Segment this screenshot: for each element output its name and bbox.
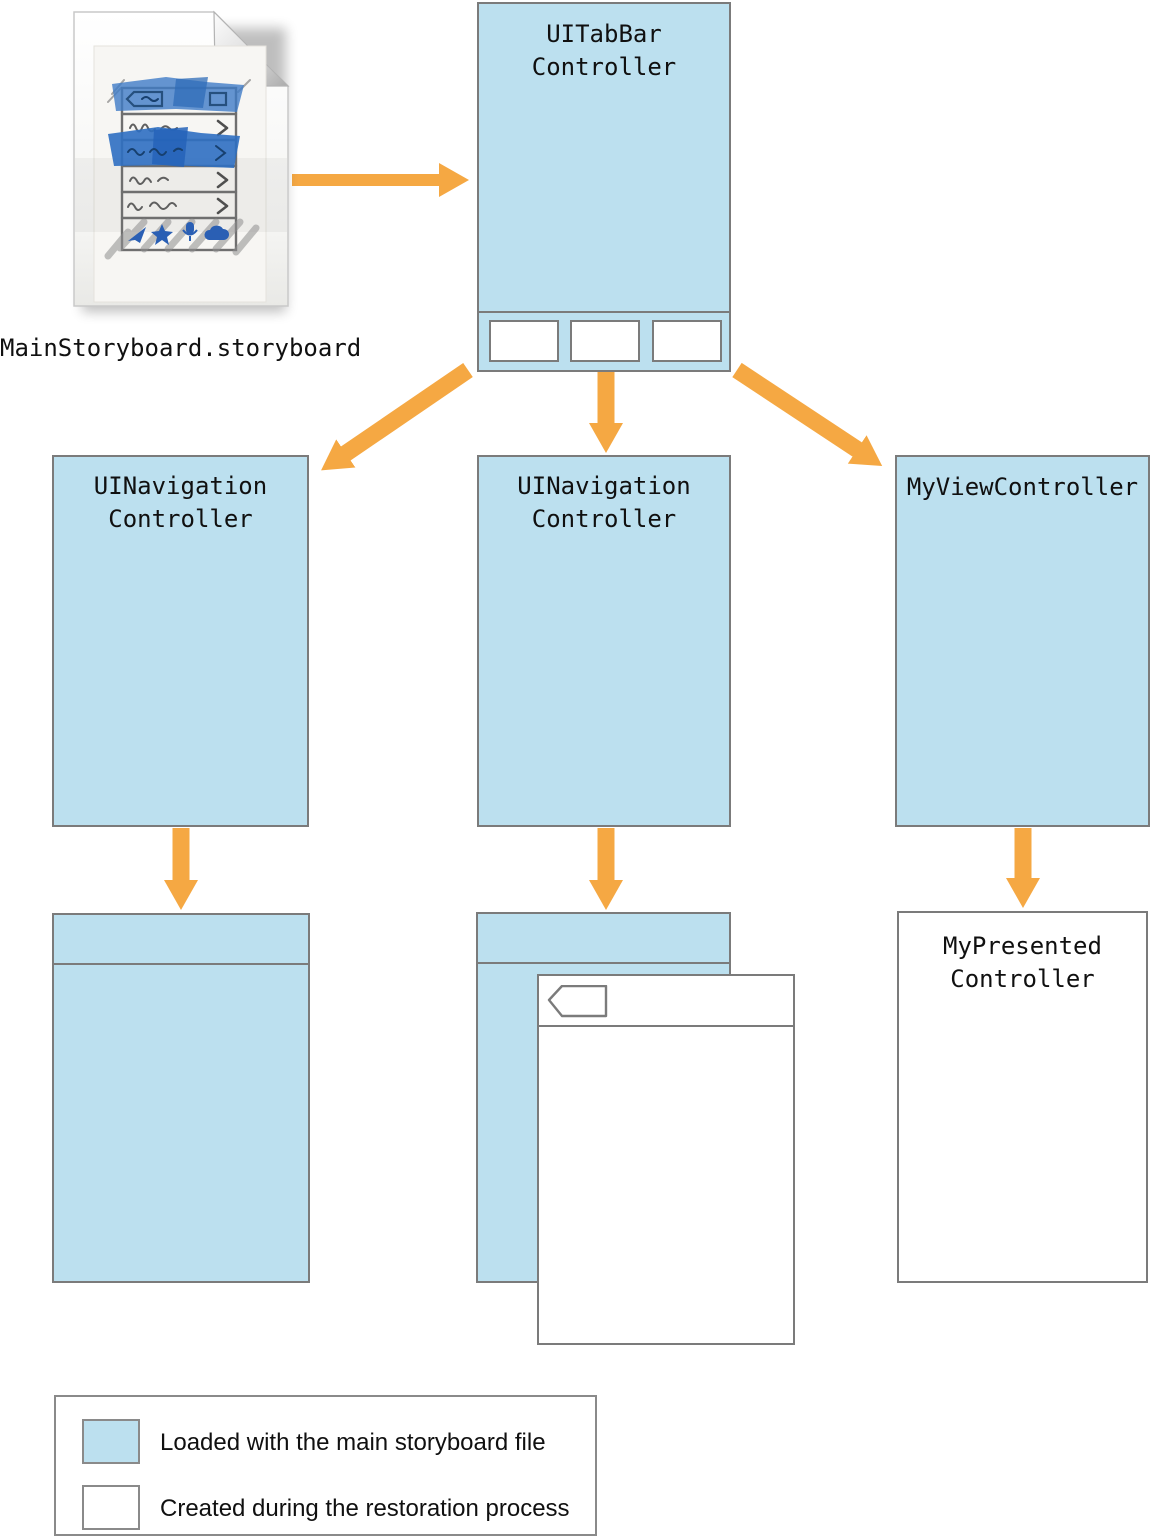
tabbar-item [489,320,559,362]
glass-band [75,158,287,232]
legend-swatch-restored [82,1485,140,1530]
back-button-icon [547,985,608,1018]
tab-icon-bookmark [128,227,146,243]
tabbar-strip [479,311,729,370]
sketch-navbar-scribble [112,77,244,112]
tab-icon-mic [182,222,198,241]
node-myviewcontroller: MyViewController [895,455,1150,827]
detail-header-bar [539,976,793,1027]
tabbar-item [652,320,722,362]
tabbar-item [570,320,640,362]
tab-icon-cloud [204,225,230,240]
tab-icon-star [151,224,173,245]
sketch-tabbar [104,218,260,260]
node-uitabbarcontroller: UITabBar Controller [477,2,731,372]
node-label: UINavigation Controller [93,472,268,533]
node-uinavigationcontroller-left: UINavigation Controller [52,455,309,827]
node-label: MyViewController [906,473,1139,501]
node-label: UITabBar Controller [531,20,677,81]
storyboard-file-icon [73,10,290,312]
restored-detail-view [537,974,795,1345]
storyboard-filename: MainStoryboard.storyboard [0,334,362,362]
content-view-left [52,913,310,1283]
node-uinavigationcontroller-mid: UINavigation Controller [477,455,731,827]
arrow-tabbar-to-myview [732,362,883,466]
legend-label: Created during the restoration process [160,1495,570,1522]
sketch-row-5 [127,197,229,215]
sketch-row-4 [129,171,229,189]
node-label: UINavigation Controller [517,472,691,533]
legend-label: Loaded with the main storyboard file [160,1429,546,1456]
arrow-tabbar-to-nav-left [321,362,473,471]
node-label: MyPresented Controller [943,932,1102,993]
legend: Loaded with the main storyboard file Cre… [54,1395,597,1536]
node-mypresentedcontroller: MyPresented Controller [897,911,1148,1283]
legend-swatch-storyboard [82,1419,140,1464]
sketch-selected-row [108,127,240,168]
navigation-bar-strip [54,915,308,965]
navigation-bar-strip [478,914,729,964]
